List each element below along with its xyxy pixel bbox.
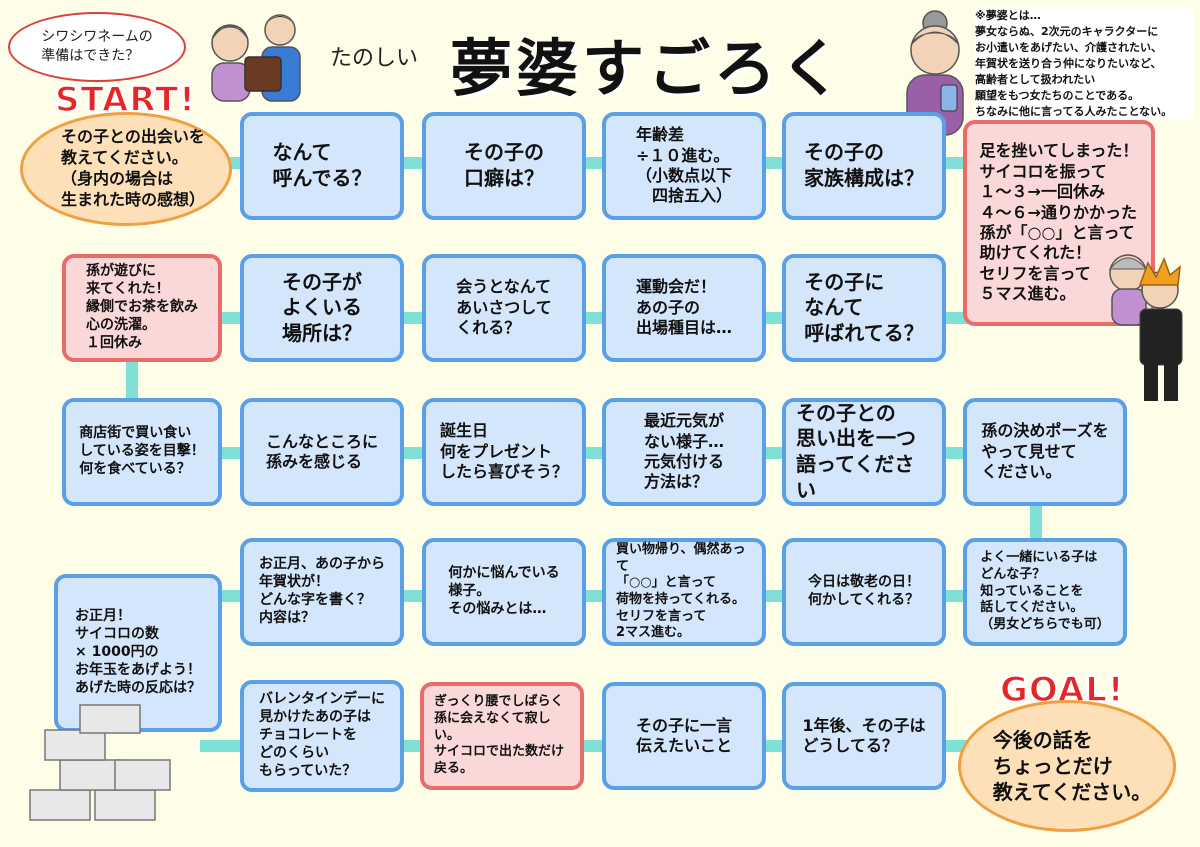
board-space: 年齢差 ÷１０進む。 （小数点以下 四捨五入） xyxy=(602,112,766,220)
space-text: 会うとなんて あいさつして くれる？ xyxy=(456,277,552,338)
space-text: こんなところに 孫みを感じる xyxy=(265,431,378,471)
board-space: 商店街で買い食い している姿を目撃！ 何を食べている？ xyxy=(62,398,222,506)
board-space: 買い物帰り、偶然あって 「○○」と言って 荷物を持ってくれる。 セリフを言って … xyxy=(602,538,766,646)
board-space: その子が よくいる 場所は？ xyxy=(240,254,404,362)
board-space: 誕生日 何をプレゼント したら喜びそう？ xyxy=(422,398,586,506)
speech-bubble: シワシワネームの 準備はできた？ xyxy=(8,12,186,82)
space-text: その子に一言 伝えたいこと xyxy=(635,715,732,755)
board-space: 最近元気が ない様子… 元気付ける 方法は？ xyxy=(602,398,766,506)
board-space: なんて 呼んでる？ xyxy=(240,112,404,220)
space-text: 何かに悩んでいる 様子。 その悩みとは… xyxy=(448,565,560,617)
space-text: 今日は敬老の日！ 何かしてくれる？ xyxy=(808,574,920,608)
board-space: 今日は敬老の日！ 何かしてくれる？ xyxy=(782,538,946,646)
board-space: バレンタインデーに 見かけたあの子は チョコレートを どのくらい もらっていた？ xyxy=(240,680,404,792)
board-space: 1年後、その子は どうしてる？ xyxy=(782,682,946,790)
board-space: お正月、あの子から 年賀状が！ どんな字を書く？ 内容は？ xyxy=(240,538,404,646)
money-stack-illustration xyxy=(29,704,171,821)
path xyxy=(126,350,138,410)
start-space: その子との出会いを 教えてください。 （身内の場合は 生まれた時の感想） xyxy=(20,112,232,226)
grandma-gift-illustration xyxy=(211,14,301,102)
space-text: なんて 呼んでる？ xyxy=(272,140,372,190)
event-space: ぎっくり腰でしばらく 孫に会えなくて寂しい。 サイコロで出た数だけ 戻る。 xyxy=(420,682,584,790)
board-space: 会うとなんて あいさつして くれる？ xyxy=(422,254,586,362)
space-text: 買い物帰り、偶然あって 「○○」と言って 荷物を持ってくれる。 セリフを言って … xyxy=(616,542,746,641)
space-text: 商店街で買い食い している姿を目撃！ 何を食べている？ xyxy=(79,425,205,477)
space-text: お正月！ サイコロの数 × 1000円の お年玉をあげよう！ あげた時の反応は？ xyxy=(75,608,201,696)
boy-carrying-grandma-illustration xyxy=(1108,254,1183,401)
space-text: その子の 家族構成は？ xyxy=(804,140,924,190)
space-text: よく一緒にいる子は どんな子？ 知っていることを 話してください。 （男女どちら… xyxy=(980,550,1110,632)
title-subtitle: たのしい xyxy=(330,46,419,71)
board-space: 孫の決めポーズを やって見せて ください。 xyxy=(963,398,1127,506)
board-space: その子の 口癖は？ xyxy=(422,112,586,220)
space-text: お正月、あの子から 年賀状が！ どんな字を書く？ 内容は？ xyxy=(259,556,385,626)
space-text: 足を挫いてしまった！ サイコロを振って １～３→一回休み ４～６→通りかかった … xyxy=(979,141,1139,304)
space-text: 孫が遊びに 来てくれた！ 縁側でお茶を飲み 心の洗濯。 １回休み xyxy=(86,263,198,351)
space-text: 誕生日 何をプレゼント したら喜びそう？ xyxy=(439,421,568,482)
event-space: 孫が遊びに 来てくれた！ 縁側でお茶を飲み 心の洗濯。 １回休み xyxy=(62,254,222,362)
space-text: 年齢差 ÷１０進む。 （小数点以下 四捨五入） xyxy=(635,125,732,206)
space-text: 孫の決めポーズを やって見せて ください。 xyxy=(981,421,1109,482)
space-text: その子との 思い出を一つ 語ってください xyxy=(796,400,916,502)
board-space: 何かに悩んでいる 様子。 その悩みとは… xyxy=(422,538,586,646)
board-space: その子に なんて 呼ばれてる？ xyxy=(782,254,946,362)
space-text: 最近元気が ない様子… 元気付ける 方法は？ xyxy=(643,411,724,492)
explanation-note: ※夢婆とは… 夢女ならぬ、2次元のキャラクターに お小遣いをあげたい、介護された… xyxy=(975,8,1193,120)
page-title: 夢婆すごろく xyxy=(450,32,847,105)
board-space: その子に一言 伝えたいこと xyxy=(602,682,766,790)
space-text: その子の 口癖は？ xyxy=(464,140,544,190)
board-space: その子の 家族構成は？ xyxy=(782,112,946,220)
space-text: 1年後、その子は どうしてる？ xyxy=(802,715,926,755)
board-space: 運動会だ！ あの子の 出場種目は… xyxy=(602,254,766,362)
board-space: その子との 思い出を一つ 語ってください xyxy=(782,398,946,506)
space-text: その子が よくいる 場所は？ xyxy=(282,269,362,345)
goal-space: 今後の話を ちょっとだけ 教えてください。 xyxy=(958,700,1176,832)
space-text: 運動会だ！ あの子の 出場種目は… xyxy=(635,277,732,338)
board-space: よく一緒にいる子は どんな子？ 知っていることを 話してください。 （男女どちら… xyxy=(963,538,1127,646)
board-space: こんなところに 孫みを感じる xyxy=(240,398,404,506)
path xyxy=(1030,500,1042,545)
space-text: その子に なんて 呼ばれてる？ xyxy=(804,269,924,345)
space-text: ぎっくり腰でしばらく 孫に会えなくて寂しい。 サイコロで出た数だけ 戻る。 xyxy=(434,694,565,776)
space-text: バレンタインデーに 見かけたあの子は チョコレートを どのくらい もらっていた？ xyxy=(259,691,385,779)
